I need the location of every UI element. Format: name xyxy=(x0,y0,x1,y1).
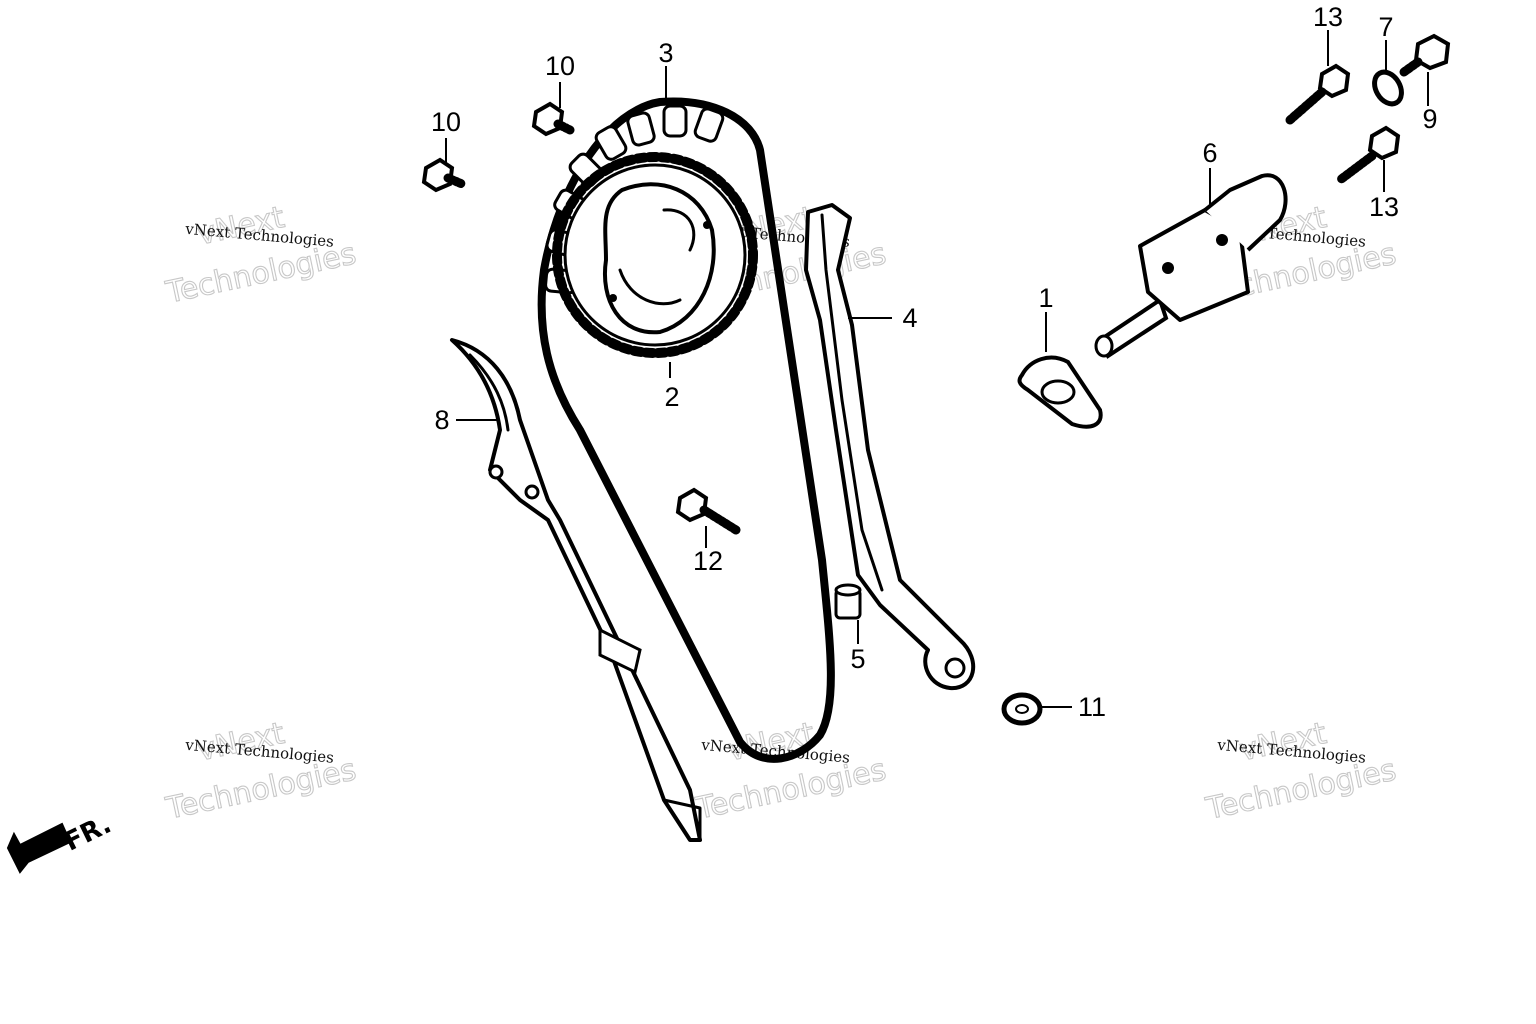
callout-10-left: 10 xyxy=(431,107,461,137)
callout-2: 2 xyxy=(664,382,679,412)
watermark-word: Technologies xyxy=(1202,753,1399,828)
washer xyxy=(1001,692,1043,726)
bolt-13-bottom xyxy=(1335,125,1401,185)
tensioner-slider xyxy=(450,338,702,842)
bolt-12 xyxy=(675,487,741,535)
watermark-top-left: vNext Technologies vNext Technologies xyxy=(162,199,360,311)
bolt-9 xyxy=(1399,33,1451,77)
bolt-10-right xyxy=(531,101,575,137)
arrow-icon xyxy=(6,822,72,874)
watermark-bottom-left: vNext Technologies vNext Technologies xyxy=(162,715,360,827)
tensioner-gasket xyxy=(1017,355,1103,429)
callout-13-bottom: 13 xyxy=(1369,192,1399,222)
chain-guide xyxy=(804,203,976,691)
callout-4: 4 xyxy=(902,303,917,333)
guide-collar xyxy=(834,583,862,620)
callout-7: 7 xyxy=(1378,12,1393,42)
tensioner-lifter xyxy=(1094,173,1288,359)
callout-8: 8 xyxy=(434,405,449,435)
callout-1: 1 xyxy=(1038,283,1053,313)
cam-sprocket xyxy=(552,152,758,358)
front-direction-arrow: FR. xyxy=(6,810,116,874)
callout-13-top: 13 xyxy=(1313,2,1343,32)
front-label: FR. xyxy=(60,810,116,858)
callout-5: 5 xyxy=(850,644,865,674)
callouts: 1 2 3 4 5 6 7 8 9 10 10 11 12 13 13 xyxy=(431,2,1438,722)
callout-6: 6 xyxy=(1202,138,1217,168)
bolt-10-left xyxy=(421,157,467,193)
callout-12: 12 xyxy=(693,546,723,576)
watermark-word: Technologies xyxy=(692,752,889,827)
callout-11: 11 xyxy=(1078,692,1106,722)
leader-lines xyxy=(445,30,1429,708)
watermark-bottom-center: vNext Technologies vNext Technologies xyxy=(692,715,890,827)
watermark-bottom-right: vNext Technologies vNext Technologies xyxy=(1202,715,1400,828)
washer-7 xyxy=(1372,69,1404,107)
bolt-13-top xyxy=(1285,63,1351,125)
callout-3: 3 xyxy=(658,38,673,68)
callout-9: 9 xyxy=(1422,104,1437,134)
callout-10-right: 10 xyxy=(545,51,575,81)
